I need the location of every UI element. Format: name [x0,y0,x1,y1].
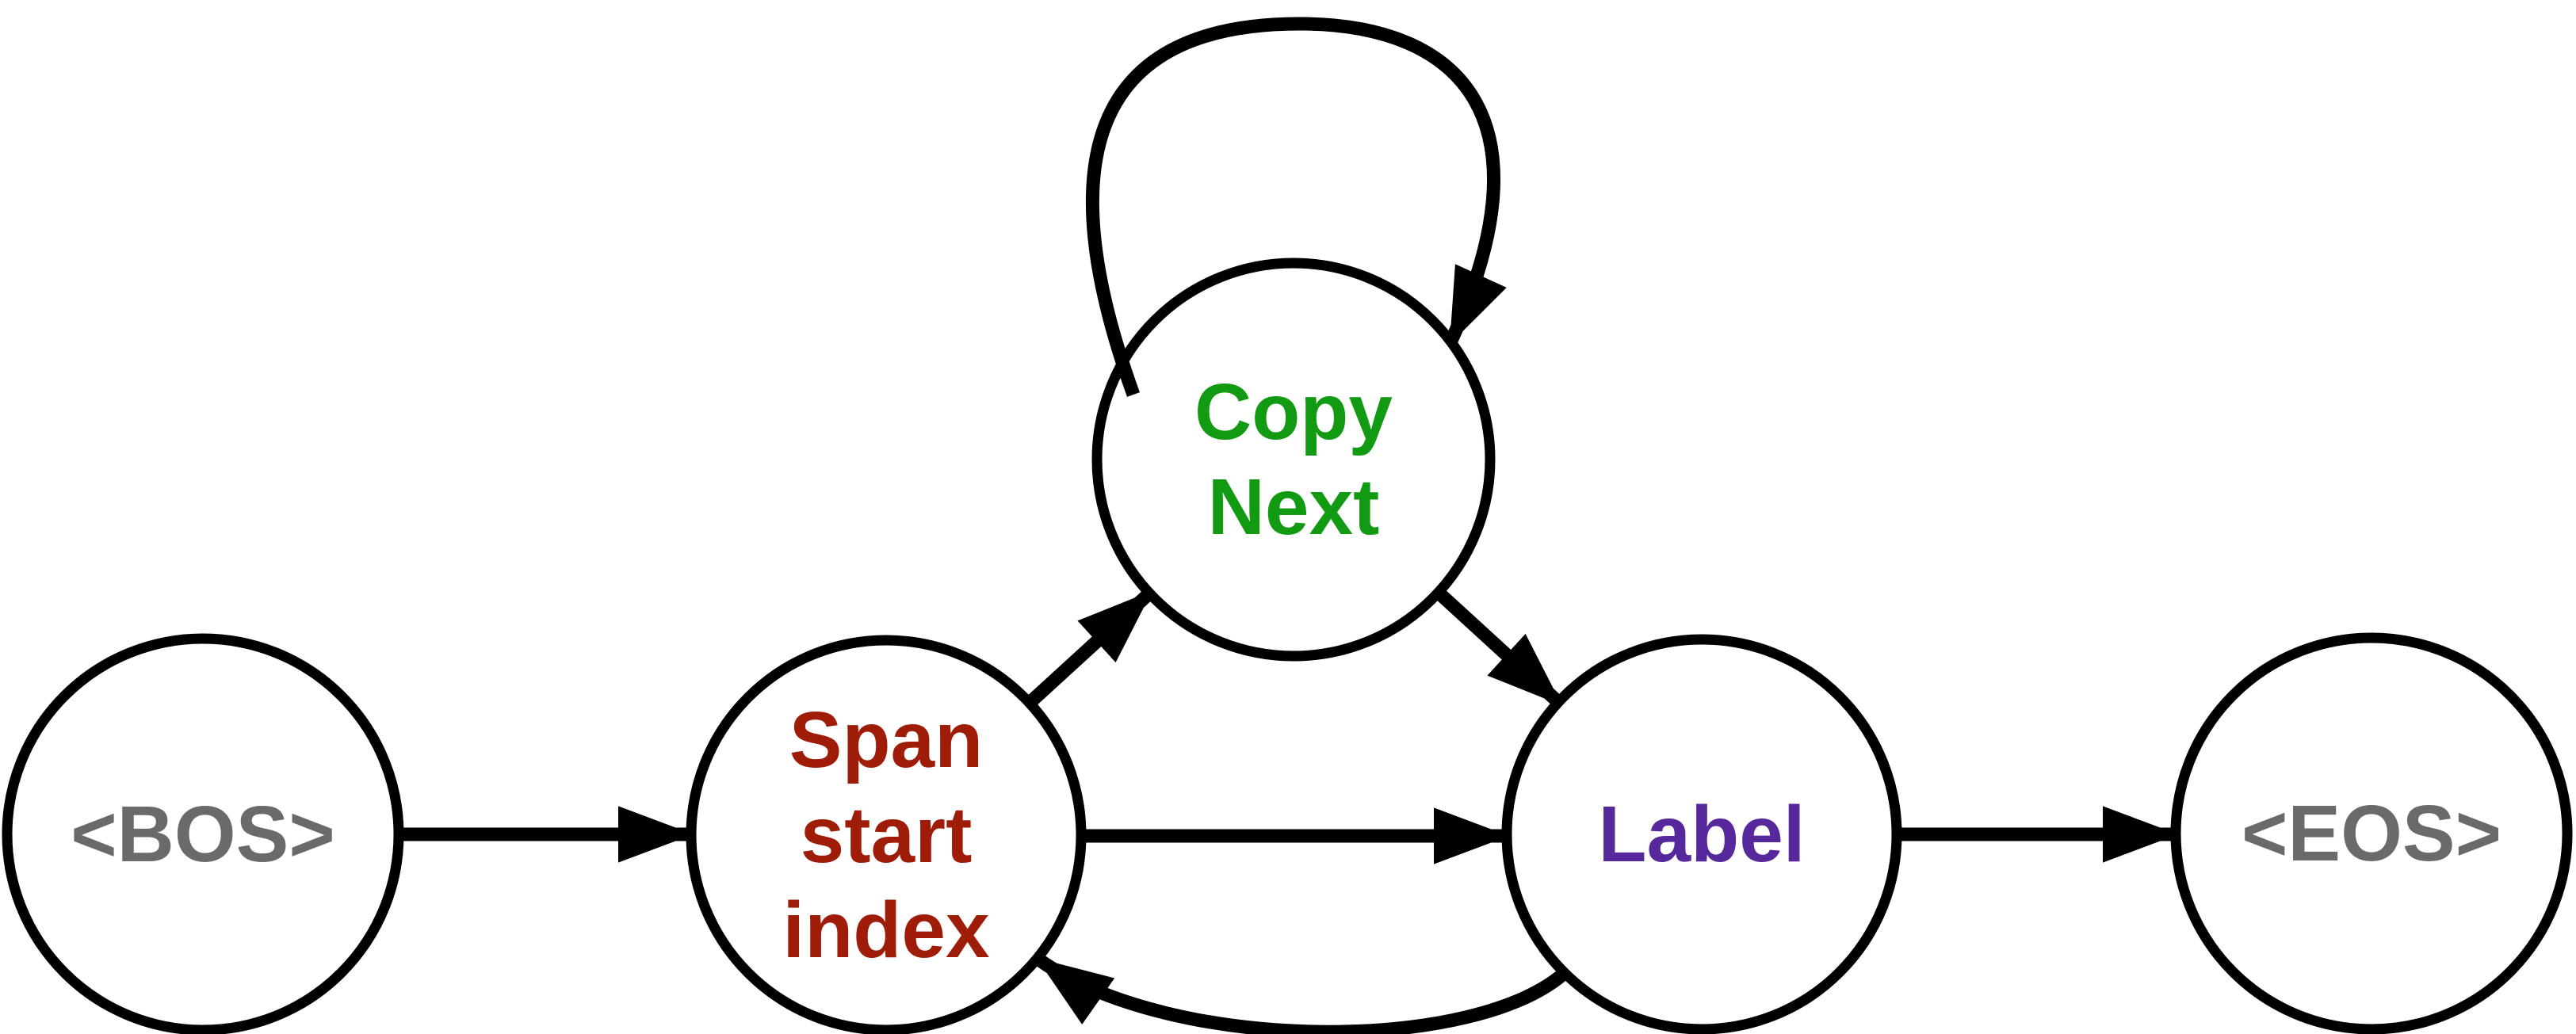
state-node-copy-next [1091,258,1496,662]
state-label-bos-line-1: <BOS> [71,790,335,879]
edge-copy-next-self-loop [1085,17,1507,397]
state-label-copy-next-line-1: Copy [1194,368,1393,456]
state-label-span-start-index-line-3: index [782,886,989,975]
state-label-copy-next-line-2: Next [1208,463,1380,551]
state-label-label-line-1: Label [1598,790,1805,879]
edge-span-start-index-to-copy-next [1025,588,1154,708]
state-label-eos-line-1: <EOS> [2242,789,2501,878]
edge-copy-next-to-label [1434,587,1564,708]
state-label-span-start-index-line-1: Span [789,696,983,784]
edge-label-to-span-start-index [1036,955,1572,1034]
edges-layer [399,17,2179,1034]
state-label-span-start-index-line-2: start [801,791,973,879]
